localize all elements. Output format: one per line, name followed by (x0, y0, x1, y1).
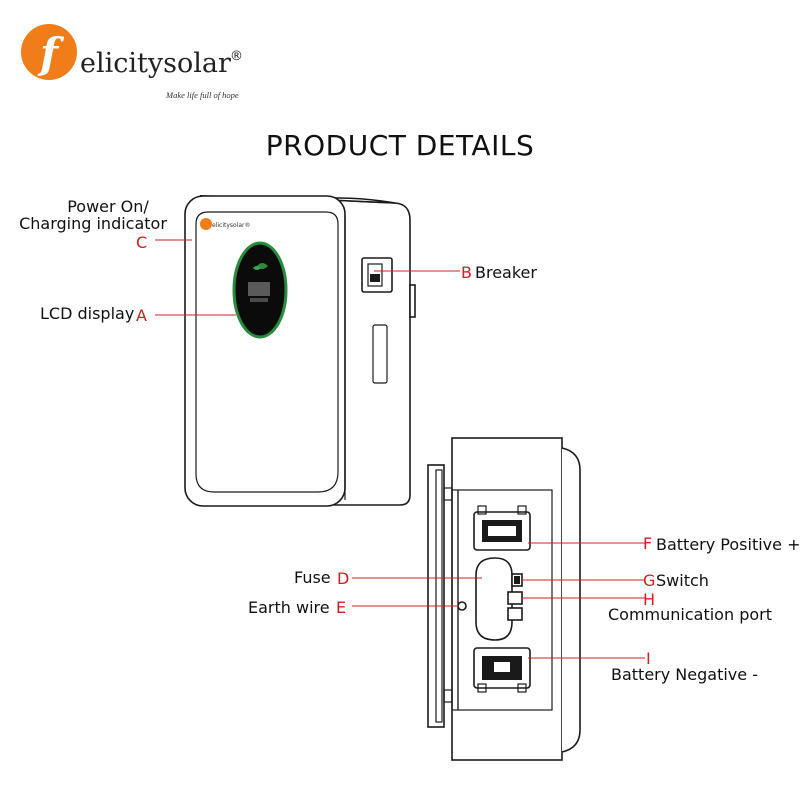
logo-wordmark: elicitysolar (80, 48, 231, 79)
negative-terminal (473, 647, 531, 693)
lcd-readout (248, 282, 270, 296)
callout-f-letter: F (643, 534, 652, 553)
callout-c-line1: Power On/ (67, 197, 149, 216)
battery-front-bezel (195, 211, 339, 493)
callout-f-text: Battery Positive + (656, 535, 800, 554)
power-switch-toggle (514, 576, 520, 584)
positive-terminal (473, 505, 531, 551)
bracket-tab-bottom (443, 689, 453, 703)
callout-h-text: Communication port (608, 605, 772, 624)
comm-port-2 (507, 607, 523, 621)
side-vent-slot (372, 324, 388, 384)
side-bracket (409, 284, 416, 318)
callout-i-letter: I (646, 649, 651, 668)
brand-logo: f elicitysolar ® Make life full of hope (21, 24, 243, 100)
wall-bracket-inner (435, 469, 443, 723)
breaker-switch (367, 263, 383, 287)
callout-c-letter: C (136, 233, 147, 252)
side-body-bulge (561, 447, 581, 753)
callout-e-text: Earth wire (248, 598, 330, 617)
device-logo-text: elicitysolar® (212, 222, 251, 229)
callout-d-letter: D (337, 569, 349, 588)
battery-front-view: elicitysolar® (184, 195, 416, 507)
breaker-toggle (370, 274, 380, 282)
callout-g-text: Switch (656, 571, 709, 590)
logo-tagline: Make life full of hope (165, 90, 239, 100)
callout-a-letter: A (136, 306, 147, 325)
terminal-panel-rail (451, 489, 459, 711)
device-logo-icon (200, 218, 212, 230)
callout-h-letter: H (643, 590, 655, 609)
callout-a-text: LCD display (40, 304, 134, 323)
callout-e-letter: E (336, 598, 346, 617)
callout-i-text: Battery Negative - (611, 665, 758, 684)
battery-side-view (427, 437, 581, 761)
fuse-holder (475, 557, 513, 641)
callout-c-line2: Charging indicator (19, 214, 167, 233)
callout-g-letter: G (643, 571, 655, 590)
logo-circle-icon (21, 24, 77, 80)
comm-port-1 (507, 591, 523, 605)
logo-registered-mark: ® (230, 49, 243, 64)
earth-screw (457, 601, 467, 611)
callout-d-text: Fuse (294, 568, 331, 587)
callout-b-letter: B (461, 263, 472, 282)
callout-b-text: Breaker (475, 263, 537, 282)
page-title: PRODUCT DETAILS (266, 129, 534, 162)
leaf-icon-2 (253, 266, 261, 270)
lcd-readout-line (250, 298, 268, 302)
bracket-tab-top (443, 487, 453, 501)
